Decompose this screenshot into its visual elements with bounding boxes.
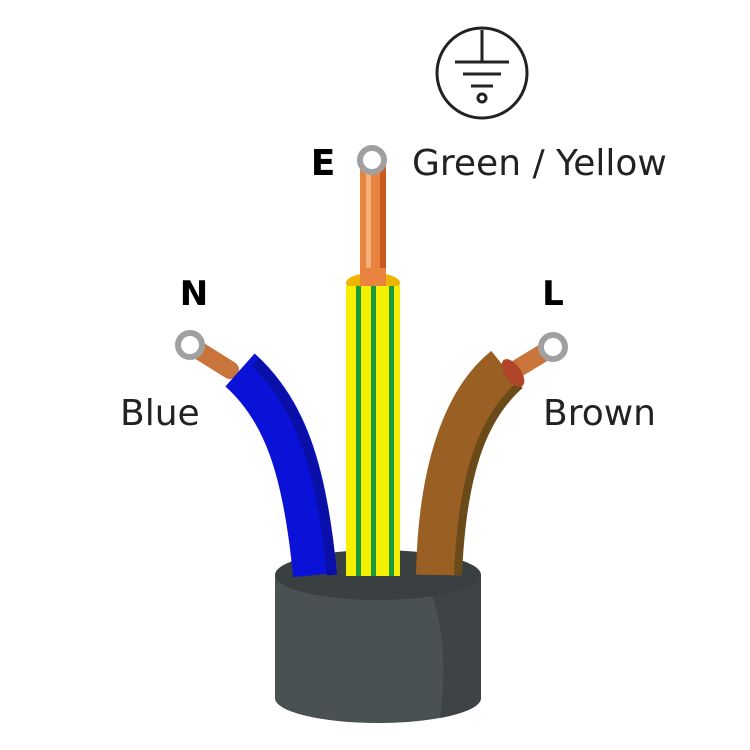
earth-terminal-label: E <box>311 143 336 184</box>
protective-earth-icon <box>435 26 529 120</box>
neutral-wire <box>181 336 337 578</box>
live-color-label: Brown <box>543 393 656 434</box>
live-wire <box>416 338 562 576</box>
neutral-terminal-ring <box>175 330 205 360</box>
earth-color-label: Green / Yellow <box>412 143 667 184</box>
live-terminal-label: L <box>542 274 564 314</box>
live-terminal-ring <box>538 332 568 362</box>
neutral-terminal-label: N <box>180 274 208 314</box>
earth-terminal-ring <box>357 145 387 175</box>
earth-wire <box>346 165 400 576</box>
neutral-color-label: Blue <box>120 393 200 434</box>
